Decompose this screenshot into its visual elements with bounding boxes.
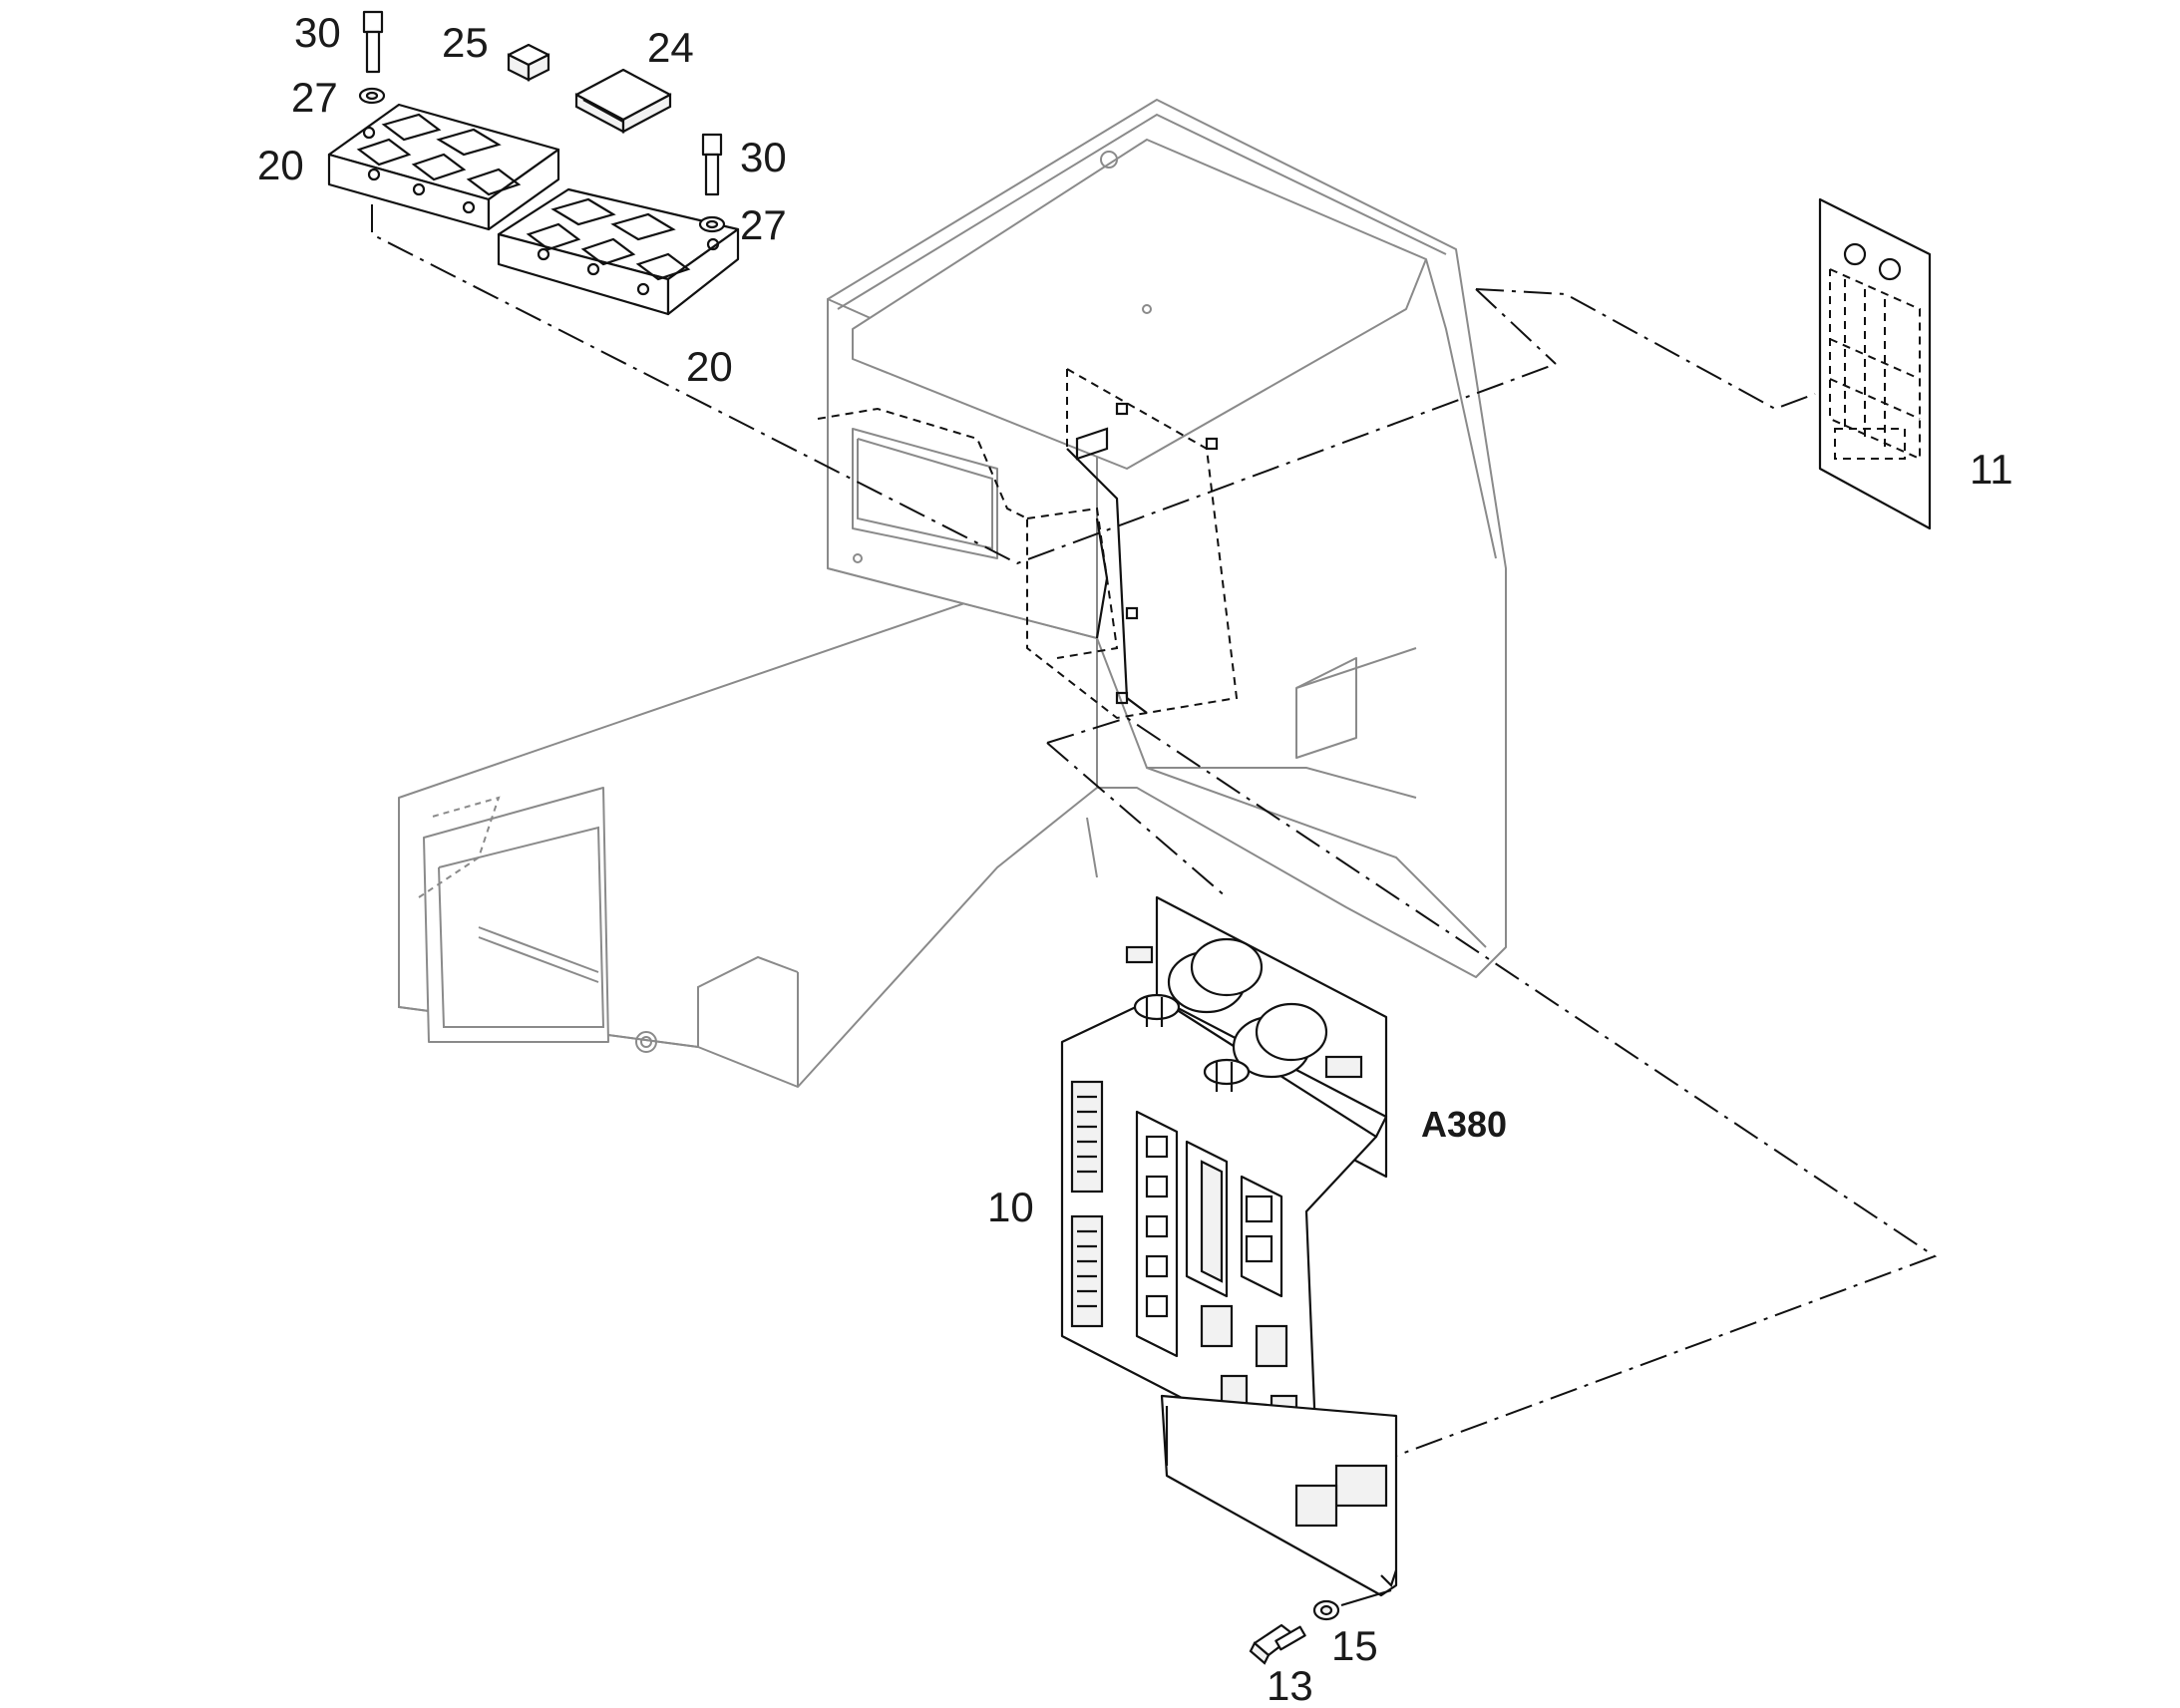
solenoid-left	[1125, 937, 1264, 1027]
cap-small	[507, 43, 550, 82]
callout-labels: 30 25 24 27 20 30 27 20 11 A380 10 15 13	[257, 9, 2013, 1708]
screw-top-right	[701, 133, 723, 196]
assembly-centerlines	[371, 204, 1938, 1457]
label-bracket-right: 20	[686, 343, 733, 390]
label-circuit-board: 11	[1970, 446, 2013, 493]
washer-top-right	[698, 215, 726, 233]
solenoid-right	[1203, 1002, 1363, 1092]
screw-top-left	[362, 10, 384, 74]
label-assembly-tag: A380	[1421, 1104, 1507, 1145]
label-screw-bottom: 13	[1267, 1662, 1313, 1708]
label-washer-bottom: 15	[1331, 1622, 1378, 1669]
label-washer-top-left: 27	[291, 74, 338, 121]
label-screw-top-right: 30	[740, 134, 787, 180]
label-control-panel: 10	[987, 1184, 1034, 1230]
washer-bottom	[1312, 1599, 1340, 1621]
label-bracket-left: 20	[257, 142, 304, 188]
cap-large	[574, 68, 672, 134]
label-washer-top-right: 27	[740, 201, 787, 248]
screw-bottom	[1249, 1623, 1306, 1665]
circuit-board	[1818, 197, 1932, 530]
washer-top-left	[358, 87, 386, 105]
cable-bracket-left	[327, 103, 560, 231]
hidden-mount-outline	[817, 368, 1239, 720]
label-screw-top-left: 30	[294, 9, 341, 56]
control-panel-assembly	[1060, 895, 1398, 1597]
front-opening	[423, 787, 609, 1043]
label-cap-large: 24	[647, 24, 694, 71]
label-cap-small: 25	[442, 19, 489, 66]
cable-bracket-right	[497, 187, 740, 316]
